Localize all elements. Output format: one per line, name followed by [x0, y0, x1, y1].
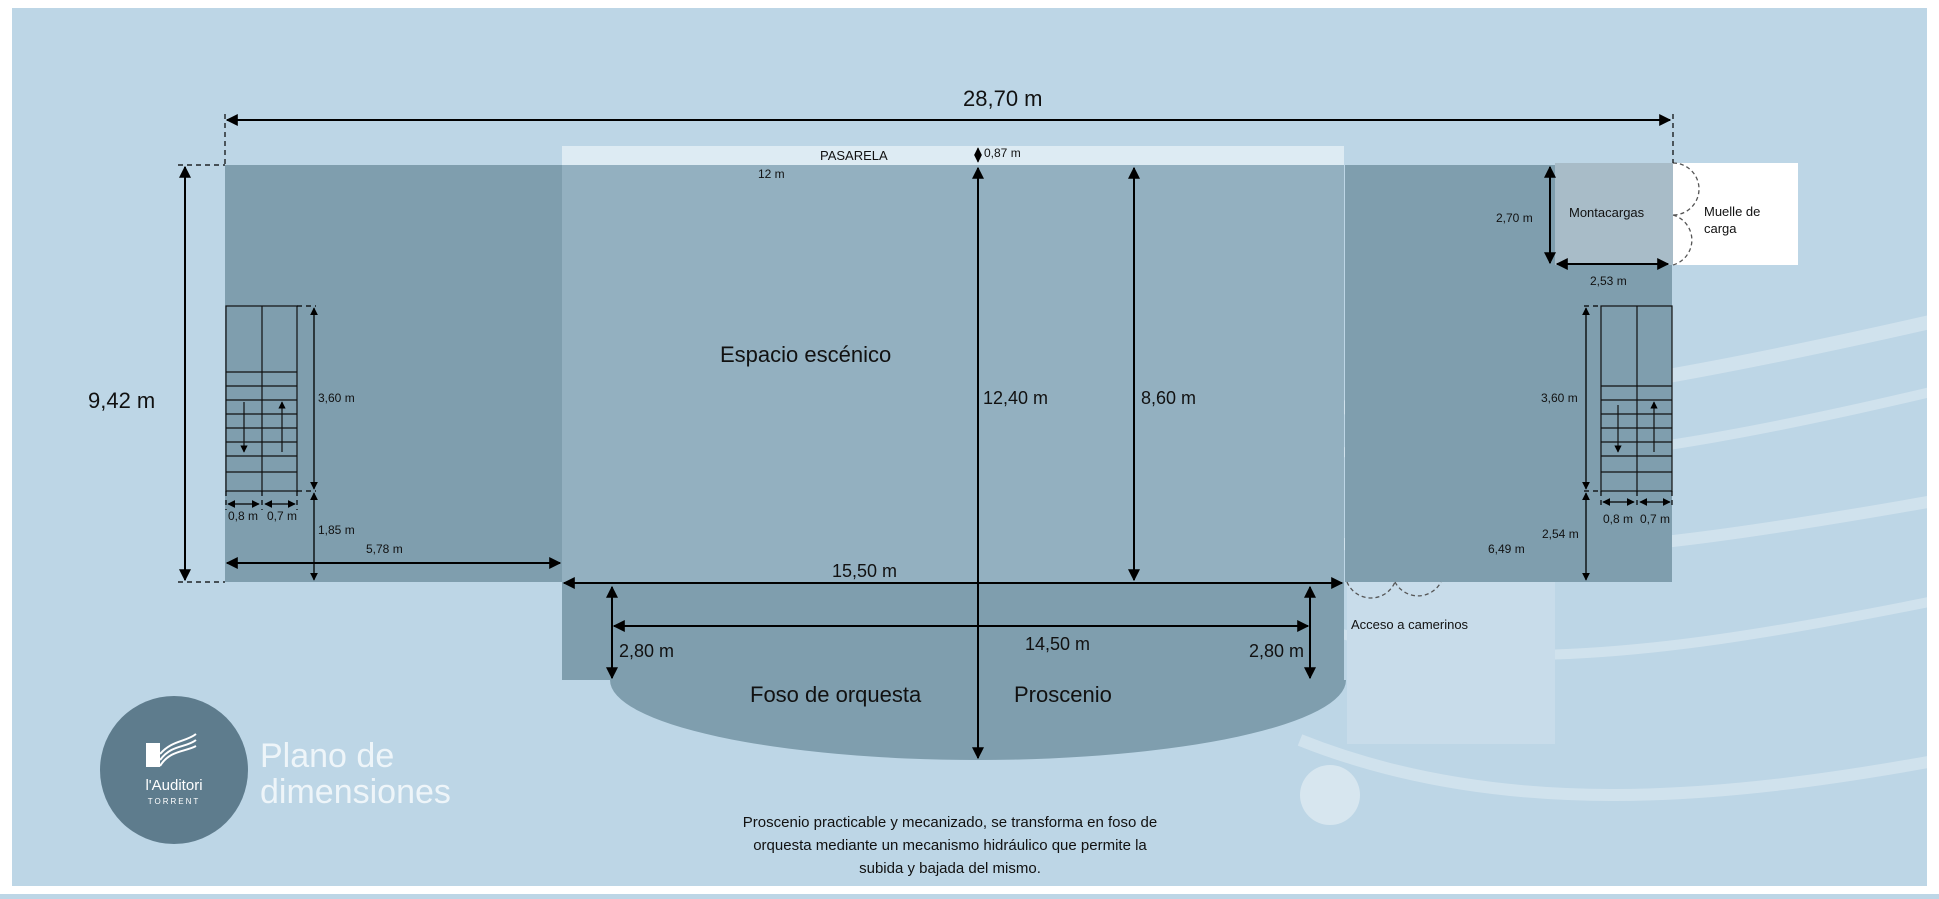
stage-area [562, 165, 1344, 582]
dim-right-stair-w2: 0,7 m [1640, 512, 1670, 526]
minor-dimension-lines [227, 147, 1671, 581]
label-dressing-access: Acceso a camerinos [1351, 617, 1469, 632]
logo-brand: l'Auditori [145, 777, 202, 794]
dim-lift-width: 2,53 m [1590, 274, 1627, 288]
dim-proscenium-width: 15,50 m [832, 561, 897, 581]
dim-stage-depth: 8,60 m [1141, 388, 1196, 408]
label-dock-line2: carga [1704, 221, 1737, 236]
dimension-lines [179, 114, 1672, 760]
dim-right-stair-height: 3,60 m [1541, 391, 1578, 405]
dim-left-stair-w2: 0,7 m [267, 509, 297, 523]
label-proscenium: Proscenio [1014, 682, 1112, 707]
left-wing [225, 165, 562, 582]
logo-town: TORRENT [148, 797, 201, 806]
dim-left-wing-width: 5,78 m [366, 542, 403, 556]
note-line1: Proscenio practicable y mecanizado, se t… [743, 814, 1157, 831]
label-freight-lift: Montacargas [1569, 205, 1645, 220]
dim-right-stair-w1: 0,8 m [1603, 512, 1633, 526]
dim-right-stair-offset: 2,54 m [1542, 527, 1579, 541]
extension-lines [178, 114, 1674, 583]
dim-left-stair-offset: 1,85 m [318, 523, 355, 537]
title-line2: dimensiones [260, 773, 451, 811]
catwalk [562, 146, 1344, 165]
dim-pit-depth-right: 2,80 m [1249, 641, 1304, 661]
dim-left-stair-w1: 0,8 m [228, 509, 258, 523]
dim-left-stair-height: 3,60 m [318, 391, 355, 405]
note-line2: orquesta mediante un mecanismo hidráulic… [753, 837, 1147, 854]
note-line3: subida y bajada del mismo. [859, 860, 1041, 877]
label-dock-line1: Muelle de [1704, 204, 1760, 219]
dim-total-depth: 9,42 m [88, 388, 155, 413]
logo-emblem-icon [146, 733, 197, 767]
label-stage-area: Espacio escénico [720, 342, 891, 367]
label-orchestra-pit: Foso de orquesta [750, 682, 922, 707]
title-line1: Plano de [260, 737, 394, 775]
door-arcs [1346, 162, 1700, 599]
dim-pit-width: 14,50 m [1025, 634, 1090, 654]
auditori-logo: l'Auditori TORRENT [100, 696, 248, 844]
dim-pit-depth-left: 2,80 m [619, 641, 674, 661]
loading-dock [1673, 163, 1798, 265]
left-stair [225, 305, 298, 492]
freight-lift [1555, 163, 1673, 265]
dressing-access-area [1347, 582, 1555, 744]
label-catwalk: PASARELA [820, 148, 888, 163]
pit-ledge [562, 582, 1344, 680]
dim-catwalk-length: 12 m [758, 167, 785, 181]
dim-center-depth: 12,40 m [983, 388, 1048, 408]
dim-right-wing-width: 6,49 m [1488, 542, 1525, 556]
dim-total-width: 28,70 m [963, 86, 1043, 111]
dim-lift-depth: 2,70 m [1496, 211, 1533, 225]
dim-catwalk-depth: 0,87 m [984, 146, 1021, 160]
